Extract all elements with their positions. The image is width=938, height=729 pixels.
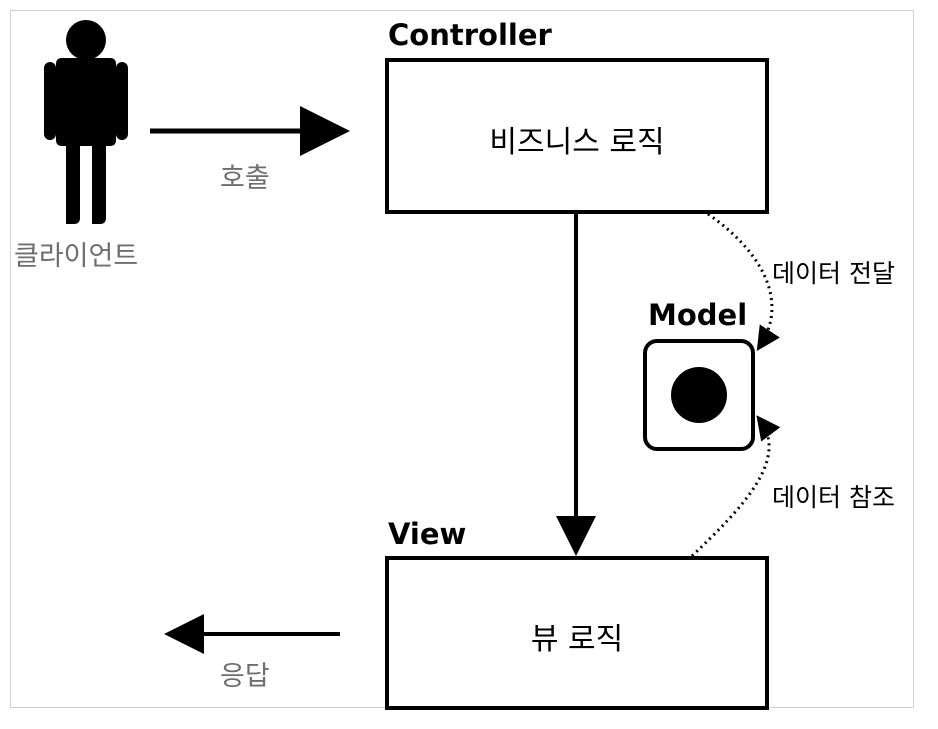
controller-body-text: 비즈니스 로직 bbox=[489, 125, 665, 160]
call-label: 호출 bbox=[220, 163, 270, 194]
controller-title: Controller bbox=[388, 18, 552, 52]
view-title: View bbox=[388, 517, 467, 551]
response-label: 응답 bbox=[220, 661, 270, 692]
data-pass-label: 데이터 전달 bbox=[772, 259, 895, 288]
client-label: 클라이언트 bbox=[14, 241, 139, 272]
model-dot-icon bbox=[671, 367, 727, 423]
person-icon bbox=[44, 20, 128, 224]
view-box bbox=[385, 556, 769, 710]
controller-box bbox=[385, 58, 769, 214]
model-title: Model bbox=[648, 298, 748, 332]
data-pass-arrow bbox=[707, 212, 780, 352]
view-body-text: 뷰 로직 bbox=[530, 622, 624, 657]
data-ref-label: 데이터 참조 bbox=[772, 483, 895, 512]
